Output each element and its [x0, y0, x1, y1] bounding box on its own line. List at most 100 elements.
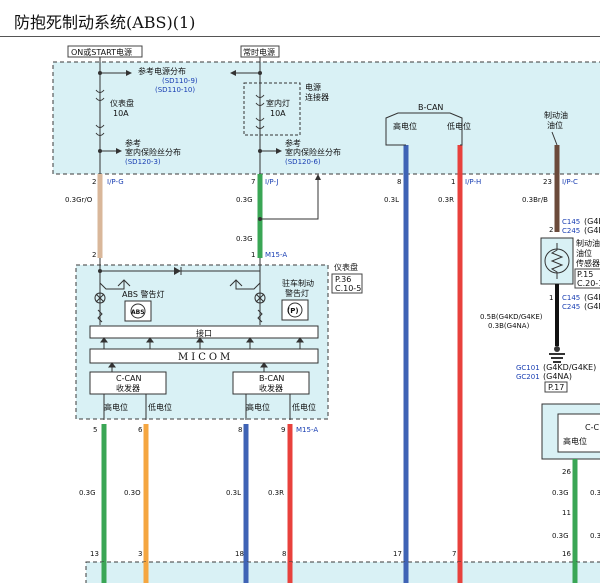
abs-lamp-label: ABS 警告灯 — [122, 289, 164, 299]
power-distribution-panel — [52, 61, 600, 175]
connector-m15a: M15-A — [265, 251, 287, 259]
cluster-page-2: C.10-5 — [335, 284, 361, 293]
connector-ip-h: I/P-H — [465, 178, 481, 186]
wire-code-tan: 0.3Gr/O — [65, 196, 93, 204]
cluster-page-1: P.36 — [335, 275, 351, 284]
pin-11: 11 — [562, 509, 571, 517]
wire-code-red-bottom: 0.3R — [268, 489, 284, 497]
pin-9: 9 — [281, 426, 285, 434]
interface-label: 接口 — [196, 328, 212, 338]
always-source-label: 常时电源 — [243, 47, 275, 57]
wire-code-blue-top: 0.3L — [384, 196, 399, 204]
brake-fluid-label-2: 油位 — [547, 120, 563, 130]
abs-warning-lamp — [94, 292, 106, 304]
on-start-source-label: ON或START电源 — [71, 47, 132, 57]
pin-1-top: 1 — [451, 178, 455, 186]
ref-fuse-label-2: 室内保险丝分布 — [125, 147, 181, 157]
abs-icon-text: ABS — [131, 309, 145, 316]
sensor-page-2: C.20-1 — [577, 279, 600, 288]
wire-ground-1: 0.5B(G4KD/G4KE) — [480, 313, 543, 321]
pin-8: 8 — [238, 426, 242, 434]
title-bar: 防抱死制动系统(ABS)(1) — [0, 0, 600, 37]
brake-fluid-label-1: 制动油 — [544, 110, 568, 120]
wire-code-blue-bottom: 0.3L — [226, 489, 241, 497]
pin-3: 3 — [138, 550, 142, 558]
connector-ip-j: I/P-J — [265, 178, 278, 186]
ccan-low: 低电位 — [148, 402, 172, 412]
model-bot-2: (G4N — [584, 302, 600, 311]
wire-code-green-b: 0.3G — [236, 235, 253, 243]
pin-2-sensor: 2 — [549, 226, 553, 234]
pin-2-cluster: 2 — [92, 251, 96, 259]
connector-label-1: 电源 — [305, 82, 321, 92]
sensor-name-2: 油位 — [576, 248, 592, 258]
power-connector-box — [243, 82, 301, 136]
ref-fuse2-label-1: 参考 — [285, 138, 301, 148]
pin-2-top: 2 — [92, 178, 96, 186]
bcan-low: 低电位 — [292, 402, 316, 412]
pin-1-sensor: 1 — [549, 294, 553, 302]
pin-6: 6 — [138, 426, 143, 434]
wire-ground-2: 0.3B(G4NA) — [488, 322, 530, 330]
pin-7b: 7 — [452, 550, 456, 558]
pin-8b: 8 — [282, 550, 286, 558]
pin-26: 26 — [562, 468, 571, 476]
wire-code-red-top: 0.3R — [438, 196, 454, 204]
wire-right-g1: 0.3G — [552, 489, 569, 497]
ground-model-1: (G4KD/G4KE) — [543, 363, 596, 372]
right-module-ccan: C-C — [585, 423, 599, 432]
cluster-label: 仪表盘 — [334, 262, 358, 272]
pin-1-cluster: 1 — [251, 251, 255, 259]
c145-bot: C145 — [562, 294, 580, 302]
model-top-2: (G4N — [584, 226, 600, 235]
bcan-transceiver-2: 收发器 — [259, 383, 283, 393]
c245-bot: C245 — [562, 303, 580, 311]
connector-ip-c: I/P-C — [562, 178, 578, 186]
room-lamp-label: 室内灯 — [266, 98, 290, 108]
parking-icon-box — [281, 299, 309, 321]
c145-top: C145 — [562, 218, 580, 226]
sensor-page-1: P.15 — [577, 270, 593, 279]
ref-power-code-1: (SD110-9) — [162, 77, 198, 85]
ground-gc101: GC101 — [516, 364, 540, 372]
ref-power-code-2: (SD110-10) — [155, 86, 195, 94]
ground-gc201: GC201 — [516, 373, 540, 381]
bcan-transceiver-1: B-CAN — [259, 374, 284, 383]
parking-warning-lamp — [254, 292, 266, 304]
wire-right-3a: 0.3 — [590, 489, 600, 497]
parking-icon-text: (P) — [287, 307, 299, 315]
bcan-top-high: 高电位 — [393, 121, 417, 131]
micom-bar — [89, 348, 319, 364]
pin-18: 18 — [235, 550, 244, 558]
pin-16: 16 — [562, 550, 571, 558]
pin-23-top: 23 — [543, 178, 552, 186]
ccan-high: 高电位 — [104, 402, 128, 412]
parking-lamp-label-1: 驻车制动 — [282, 278, 314, 288]
micom-label: MICOM — [178, 352, 233, 363]
abs-icon-box — [124, 300, 152, 322]
bcan-high: 高电位 — [246, 402, 270, 412]
ref-fuse-code-2: (SD120-6) — [285, 158, 321, 166]
pin-13: 13 — [90, 550, 99, 558]
ref-fuse-label-1: 参考 — [125, 138, 141, 148]
wire-code-brown: 0.3Br/B — [522, 196, 548, 204]
page-title: 防抱死制动系统(ABS)(1) — [14, 13, 196, 32]
ground-model-2: (G4NA) — [543, 372, 572, 381]
model-top-1: (G4K — [584, 217, 600, 226]
sensor-name-1: 制动油 — [576, 238, 600, 248]
pin-7-top: 7 — [251, 178, 255, 186]
ground-page: P.17 — [548, 383, 564, 392]
bcan-top-label: B-CAN — [418, 103, 443, 112]
room-lamp-rating: 10A — [270, 109, 286, 118]
connector-m15a-2: M15-A — [296, 426, 318, 434]
parking-lamp-label-2: 警告灯 — [285, 288, 309, 298]
wire-right-g2: 0.3G — [552, 532, 569, 540]
ref-power-dist-label: 参考电源分布 — [138, 66, 186, 76]
connector-label-2: 连接器 — [305, 92, 329, 102]
pin-17: 17 — [393, 550, 402, 558]
ref-fuse2-label-2: 室内保险丝分布 — [285, 147, 341, 157]
bcan-top-low: 低电位 — [447, 121, 471, 131]
c245-top: C245 — [562, 227, 580, 235]
sensor-name-3: 传感器 — [576, 258, 600, 268]
